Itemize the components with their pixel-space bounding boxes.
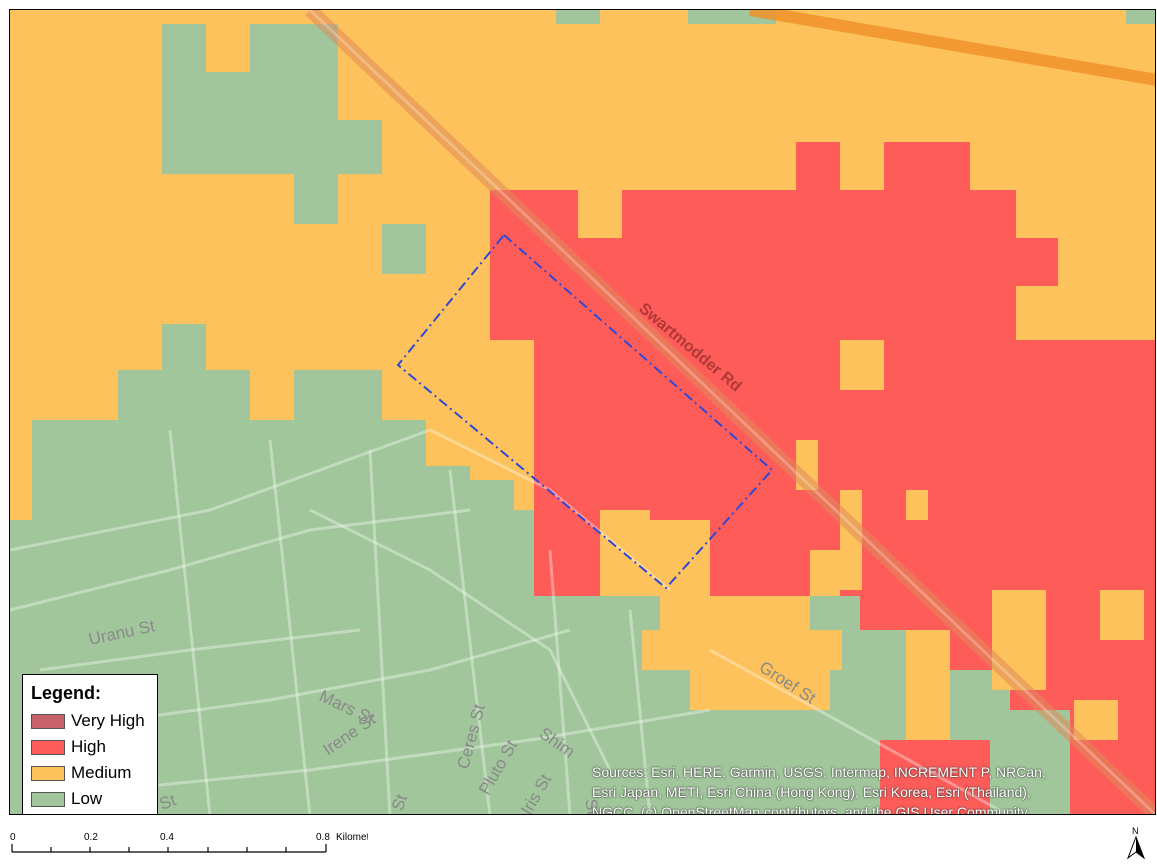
legend-item-medium: Medium [31,760,157,786]
map-frame[interactable]: Swartmodder Rd Groef St Uranu St Mars St… [9,9,1156,815]
zone-high [490,142,1155,814]
legend-swatch-high [31,739,65,755]
upper-road [748,10,1155,86]
north-label: N [1132,826,1139,836]
site-boundary[interactable] [396,233,774,590]
scale-bar: 0 0.2 0.4 0.8 Kilometers [10,832,368,853]
scale-tick-0-8: 0.8 [316,832,330,843]
legend-swatch-low [31,791,65,807]
map-legend: Legend: Very High High Medium Low [22,674,158,814]
label-st-fragment-2: St [388,792,411,814]
label-st-fragment-1: St [157,790,179,813]
scale-unit: Kilometers [336,832,368,843]
scale-bar-line [11,844,327,853]
street-grid [10,428,1010,814]
legend-item-high: High [31,734,157,760]
legend-label-high: High [71,737,106,756]
legend-swatch-very-high [31,713,65,729]
map-attribution: Sources: Esri, HERE, Garmin, USGS, Inter… [592,762,1155,815]
scale-tick-0: 0 [10,832,16,843]
label-st-fragment-3: St [581,797,603,815]
legend-label-very-high: Very High [71,711,145,730]
attribution-line-3: NGCC, (c) OpenStreetMap contributors, an… [592,804,1028,815]
legend-item-very-high: Very High [31,708,157,734]
scale-tick-0-2: 0.2 [84,832,98,843]
legend-item-low: Low [31,786,157,812]
legend-label-low: Low [71,789,103,808]
north-arrow-icon: N [1126,826,1146,860]
attribution-line-2: Esri Japan, METI, Esri China (Hong Kong)… [592,784,1031,800]
legend-label-medium: Medium [71,763,132,782]
attribution-line-1: Sources: Esri, HERE, Garmin, USGS, Inter… [592,764,1046,780]
legend-title: Legend: [31,683,101,703]
map-canvas[interactable]: Swartmodder Rd Groef St Uranu St Mars St… [10,10,1156,815]
swartmodder-road [305,10,1155,814]
scale-tick-0-4: 0.4 [160,832,174,843]
legend-swatch-medium [31,765,65,781]
